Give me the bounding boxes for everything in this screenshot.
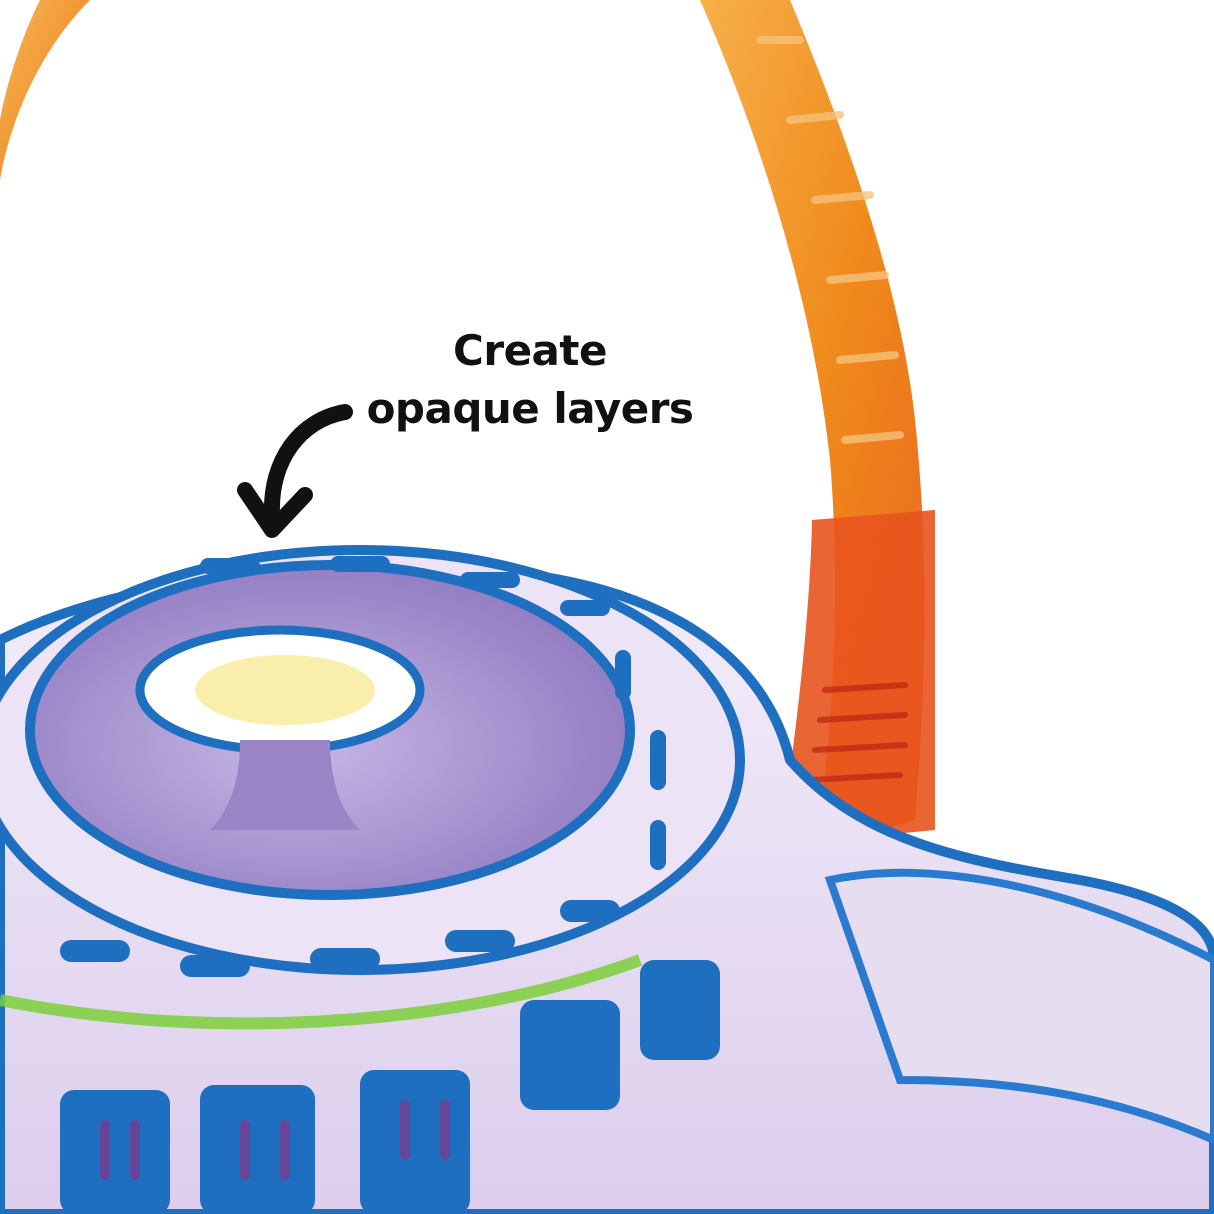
caption-line-1: Create <box>453 326 607 375</box>
green-band <box>0 954 643 1030</box>
handle-wrap-red <box>780 510 935 845</box>
caption-line-2: opaque layers <box>366 384 694 433</box>
annotation-caption: Create opaque layers <box>300 322 760 438</box>
knob-stem <box>210 740 360 830</box>
handle-left-arc <box>0 0 90 180</box>
curved-arrow <box>263 404 353 523</box>
knob-highlight <box>195 655 375 725</box>
teapot-spout <box>824 868 1214 1145</box>
arrow-head <box>237 482 313 538</box>
